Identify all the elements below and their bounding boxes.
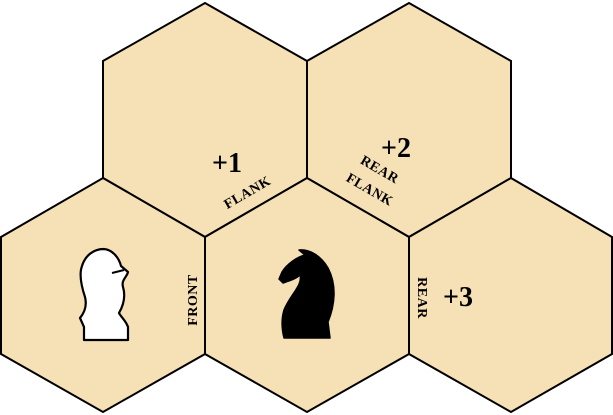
rear-bonus-label: +3 — [443, 282, 473, 313]
flank-bonus-label: +1 — [212, 148, 242, 179]
white-knight-icon — [78, 247, 130, 342]
rear-flank-bonus-label: +2 — [381, 133, 411, 164]
black-knight-icon — [278, 249, 335, 339]
front-label: FRONT — [186, 274, 201, 326]
rear-side-label: REAR — [414, 277, 429, 319]
hex-right — [408, 176, 613, 414]
